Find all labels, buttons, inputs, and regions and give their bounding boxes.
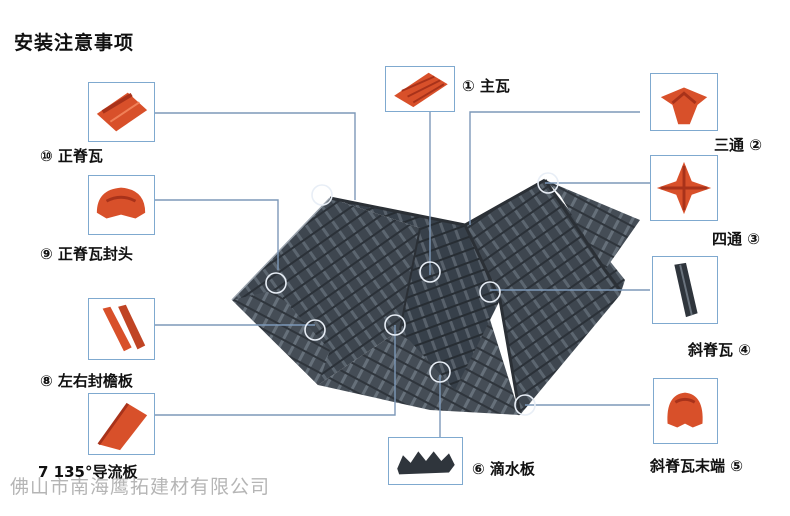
thumb-hip-tile	[652, 256, 718, 324]
roof-face-center	[330, 198, 500, 390]
company-watermark: 佛山市南海鹰拓建材有限公司	[10, 476, 271, 498]
thumb-ridge-cap	[88, 175, 155, 235]
thumb-hip-end	[653, 378, 718, 444]
roof-face-back-right	[545, 180, 640, 270]
label-main-tile: ① 主瓦	[462, 77, 510, 95]
thumb-eave-board	[88, 298, 155, 360]
label-eave-board: ⑧ 左右封檐板	[40, 372, 133, 390]
thumb-diversion-board	[88, 393, 155, 455]
label-three-way: 三通 ②	[714, 136, 762, 154]
roof-face-side	[232, 290, 330, 385]
diagram-title: 安装注意事项	[14, 32, 135, 54]
thumb-four-way	[650, 155, 718, 221]
thumb-drip-board	[388, 437, 463, 485]
thumb-main-tile	[385, 66, 455, 112]
thumb-three-way	[650, 73, 718, 131]
label-diversion-board: 7 135°导流板	[38, 463, 138, 481]
label-hip-tile: 斜脊瓦 ④	[688, 341, 751, 359]
label-four-way: 四通 ③	[712, 230, 760, 248]
label-ridge-tile: ⑩ 正脊瓦	[40, 147, 103, 165]
label-ridge-cap: ⑨ 正脊瓦封头	[40, 245, 133, 263]
label-hip-end: 斜脊瓦末端 ⑤	[650, 457, 743, 475]
thumb-ridge-tile	[88, 82, 155, 142]
label-drip-board: ⑥ 滴水板	[472, 460, 535, 478]
